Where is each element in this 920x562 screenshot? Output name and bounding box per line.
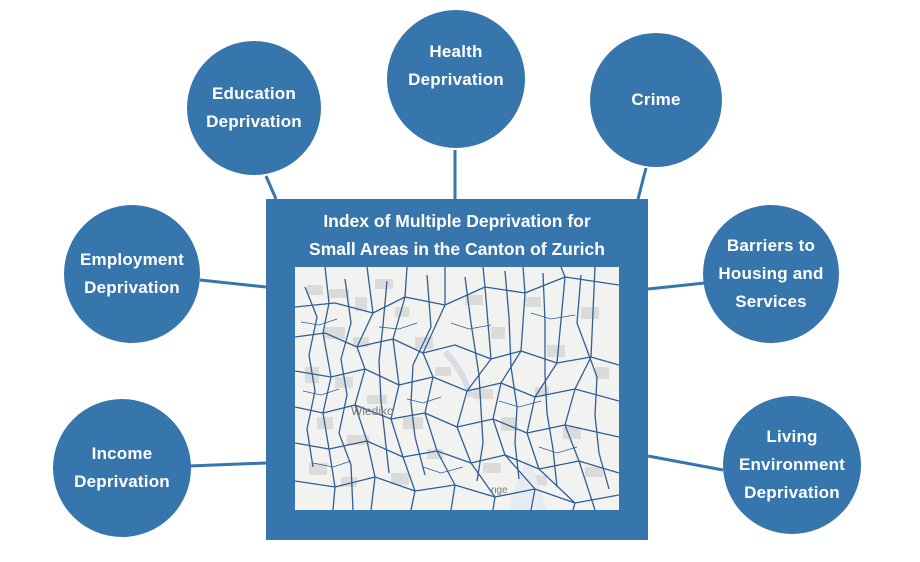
link-employment <box>199 278 267 289</box>
zurich-map: Wiediko nge <box>295 267 619 510</box>
map-boundaries: Wiediko nge <box>295 267 619 510</box>
link-barriers <box>647 281 706 291</box>
center-index-box: Index of Multiple Deprivation for Small … <box>266 199 648 540</box>
center-title: Index of Multiple Deprivation for Small … <box>309 211 605 259</box>
map-label-enge: nge <box>491 485 508 496</box>
node-crime: Crime <box>590 33 722 167</box>
map-label-wiedikon: Wiediko <box>351 404 394 418</box>
link-living <box>647 454 724 472</box>
link-income <box>188 461 267 468</box>
link-crime <box>636 167 648 200</box>
link-education <box>264 175 278 200</box>
